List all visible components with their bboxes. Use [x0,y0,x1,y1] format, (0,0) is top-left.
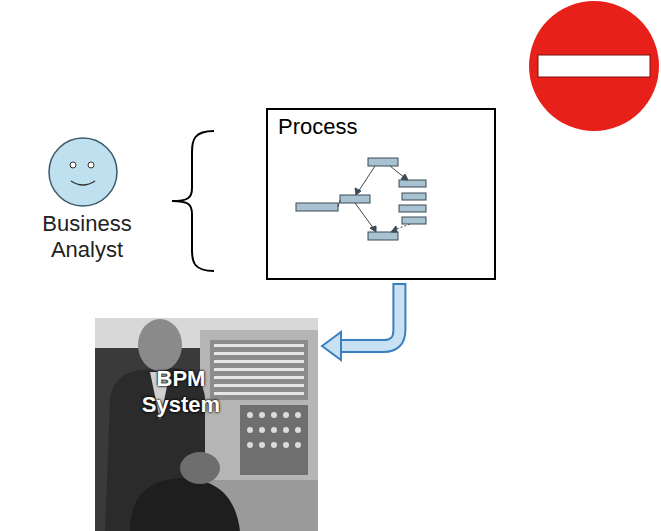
system-photo-box: BPM System [95,318,318,531]
mini-flowchart [296,158,426,240]
curved-block-arrow [322,283,399,360]
process-box: Process [266,108,496,280]
curly-brace [172,131,214,271]
actor-label: Business Analyst [30,211,144,263]
computer-photo [95,318,318,531]
smiley-icon [46,135,120,209]
system-label: BPM System [131,366,231,418]
no-entry-sign [529,1,659,131]
actor-node: Business Analyst [30,135,144,263]
box-title: Process [268,110,494,144]
